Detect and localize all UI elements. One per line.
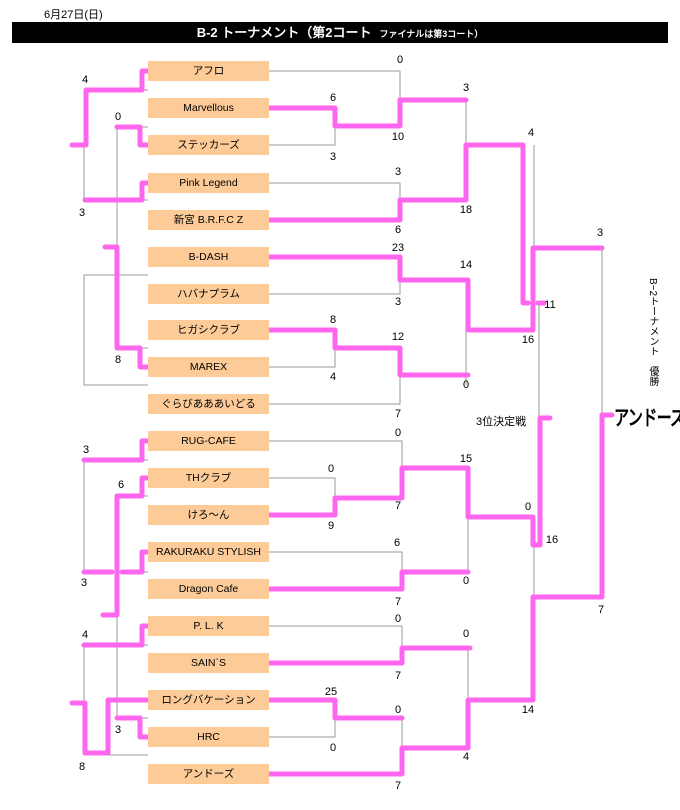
score-label: 3 bbox=[114, 724, 122, 736]
score-label: 0 bbox=[114, 111, 122, 123]
score-label: 10 bbox=[391, 131, 405, 143]
score-label: 0 bbox=[329, 742, 337, 754]
score-label: 3 bbox=[596, 227, 604, 239]
score-label: 4 bbox=[329, 371, 337, 383]
team-box: MAREX bbox=[148, 357, 269, 377]
event-date: 6月27日(日) bbox=[44, 9, 103, 21]
score-label: 12 bbox=[391, 331, 405, 343]
score-label: 6 bbox=[329, 92, 337, 104]
score-label: 3 bbox=[82, 444, 90, 456]
title-bar: B-2 トーナメント（第2コートファイナルは第3コート） bbox=[12, 22, 668, 43]
score-label: 7 bbox=[394, 780, 402, 792]
score-label: 0 bbox=[327, 463, 335, 475]
team-box: RUG-CAFE bbox=[148, 431, 269, 451]
score-label: 3 bbox=[394, 166, 402, 178]
score-label: 6 bbox=[117, 479, 125, 491]
team-box: Pink Legend bbox=[148, 173, 269, 193]
team-box: アフロ bbox=[148, 61, 269, 81]
score-label: 7 bbox=[394, 596, 402, 608]
score-label: 0 bbox=[462, 575, 470, 587]
team-box: Marvellous bbox=[148, 98, 269, 118]
champion-name: アンドーズ bbox=[614, 407, 680, 430]
score-label: 16 bbox=[545, 534, 559, 546]
score-label: 0 bbox=[524, 501, 532, 513]
score-label: 0 bbox=[462, 628, 470, 640]
team-box: ステッカーズ bbox=[148, 135, 269, 155]
score-label: 3 bbox=[394, 296, 402, 308]
score-label: 3 bbox=[78, 207, 86, 219]
champion-caption: B−2トーナメント 優勝 bbox=[647, 278, 658, 387]
score-label: 4 bbox=[527, 127, 535, 139]
team-box: P. L. K bbox=[148, 616, 269, 636]
score-label: 0 bbox=[396, 54, 404, 66]
score-label: 9 bbox=[327, 520, 335, 532]
team-box: アンドーズ bbox=[148, 764, 269, 784]
team-box: THクラブ bbox=[148, 468, 269, 488]
team-box: B-DASH bbox=[148, 247, 269, 267]
team-box: けろ～ん bbox=[148, 505, 269, 525]
score-label: 6 bbox=[393, 537, 401, 549]
score-label: 0 bbox=[394, 704, 402, 716]
score-label: 8 bbox=[78, 761, 86, 773]
score-label: 14 bbox=[459, 259, 473, 271]
score-label: 15 bbox=[459, 453, 473, 465]
winner-path-lines bbox=[69, 68, 615, 777]
team-box: ロングバケーション bbox=[148, 690, 269, 710]
score-label: 4 bbox=[462, 751, 470, 763]
team-box: RAKURAKU STYLISH bbox=[148, 542, 269, 562]
score-label: 0 bbox=[394, 613, 402, 625]
score-label: 3 bbox=[329, 151, 337, 163]
score-label: 23 bbox=[391, 242, 405, 254]
score-label: 0 bbox=[462, 379, 470, 391]
third-place-label: 3位決定戦 bbox=[476, 416, 527, 428]
score-label: 6 bbox=[394, 224, 402, 236]
team-box: 新宮 B.R.F.C Z bbox=[148, 210, 269, 230]
score-label: 25 bbox=[324, 686, 338, 698]
score-label: 4 bbox=[81, 74, 89, 86]
score-label: 11 bbox=[544, 299, 556, 311]
team-box: ヒガシクラブ bbox=[148, 320, 269, 340]
score-label: 3 bbox=[462, 82, 470, 94]
score-label: 8 bbox=[114, 354, 122, 366]
team-box: HRC bbox=[148, 727, 269, 747]
team-box: Dragon Cafe bbox=[148, 579, 269, 599]
score-label: 8 bbox=[329, 314, 337, 326]
team-box: ぐらびあああいどる bbox=[148, 394, 269, 414]
score-label: 4 bbox=[81, 629, 89, 641]
tournament-subtitle: ファイナルは第3コート） bbox=[379, 29, 484, 39]
score-label: 7 bbox=[394, 500, 402, 512]
score-label: 0 bbox=[394, 427, 402, 439]
score-label: 7 bbox=[394, 670, 402, 682]
score-label: 18 bbox=[459, 204, 473, 216]
team-box: ハバナプラム bbox=[148, 284, 269, 304]
score-label: 7 bbox=[597, 604, 605, 616]
score-label: 14 bbox=[521, 704, 535, 716]
tournament-title: B-2 トーナメント（第2コート bbox=[196, 25, 372, 40]
team-box: SAIN`S bbox=[148, 653, 269, 673]
score-label: 3 bbox=[80, 577, 88, 589]
score-label: 16 bbox=[521, 334, 535, 346]
score-label: 7 bbox=[394, 408, 402, 420]
